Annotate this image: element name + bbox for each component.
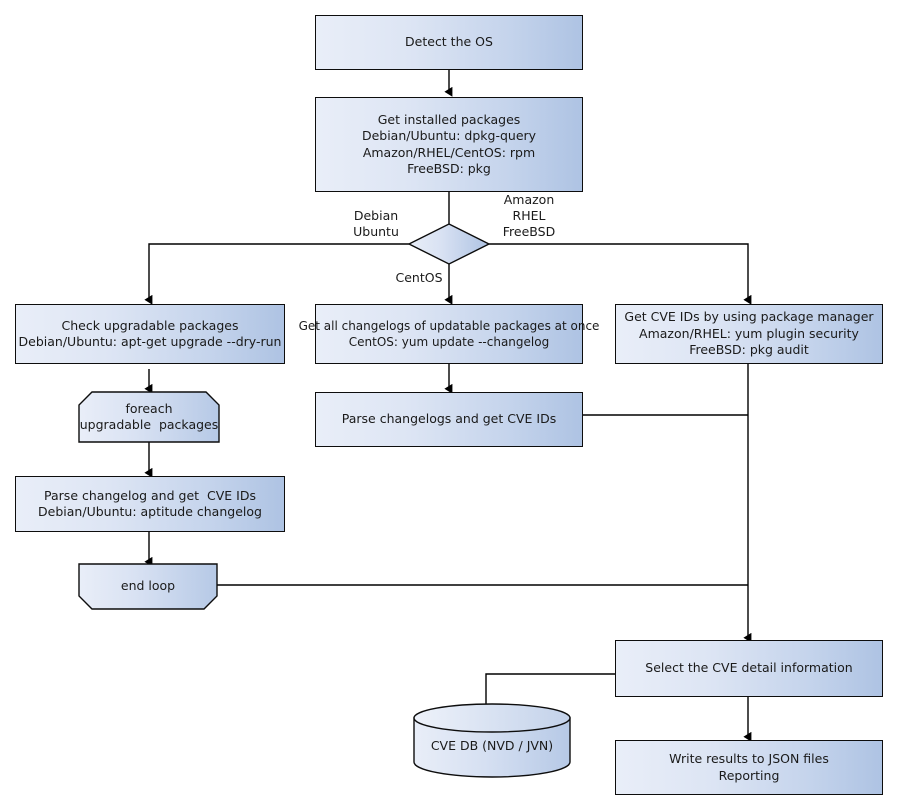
node-write-results[interactable]: Write results to JSON files Reporting: [615, 740, 883, 795]
node-parse-changelog-cve[interactable]: Parse changelog and get CVE IDs Debian/U…: [15, 476, 285, 532]
node-foreach-loop-start[interactable]: foreach upgradable packages: [78, 391, 220, 443]
edge-decision-debian: [144, 243, 409, 305]
node-foreach-loop-start-label: foreach upgradable packages: [79, 400, 219, 433]
node-end-loop[interactable]: end loop: [78, 563, 218, 610]
node-get-cve-ids-pkgmgr-label: Get CVE IDs by using package manager Ama…: [624, 309, 874, 358]
node-write-results-label: Write results to JSON files Reporting: [669, 751, 829, 783]
node-parse-changelogs-cve-label: Parse changelogs and get CVE IDs: [341, 411, 557, 427]
node-select-cve-detail[interactable]: Select the CVE detail information: [615, 640, 883, 697]
node-end-loop-label: end loop: [120, 578, 176, 594]
edge-label-centos: CentOS: [395, 270, 443, 285]
edge-label-amazon-rhel-freebsd: Amazon RHEL FreeBSD: [502, 192, 556, 239]
node-get-all-changelogs-label: Get all changelogs of updatable packages…: [298, 318, 600, 350]
node-get-cve-ids-pkgmgr[interactable]: Get CVE IDs by using package manager Ama…: [615, 304, 883, 364]
node-check-upgradable-label: Check upgradable packages Debian/Ubuntu:…: [18, 317, 282, 350]
node-select-cve-detail-label: Select the CVE detail information: [645, 660, 853, 676]
edge-decision-rhel: [489, 243, 752, 305]
node-parse-changelogs-cve[interactable]: Parse changelogs and get CVE IDs: [315, 392, 583, 447]
node-check-upgradable[interactable]: Check upgradable packages Debian/Ubuntu:…: [15, 304, 285, 364]
node-detect-os-label: Detect the OS: [405, 34, 493, 50]
node-cve-db-label: CVE DB (NVD / JVN): [430, 737, 554, 753]
node-get-all-changelogs[interactable]: Get all changelogs of updatable packages…: [299, 304, 599, 364]
edge-db-to-select: [485, 673, 615, 706]
node-parse-changelog-cve-label: Parse changelog and get CVE IDs Debian/U…: [38, 487, 262, 520]
node-cve-db[interactable]: CVE DB (NVD / JVN): [413, 703, 571, 778]
node-os-decision[interactable]: [407, 223, 491, 265]
node-get-installed-packages[interactable]: Get installed packages Debian/Ubuntu: dp…: [315, 97, 583, 192]
node-detect-os[interactable]: Detect the OS: [315, 15, 583, 70]
edge-label-debian-ubuntu: Debian Ubuntu: [353, 208, 399, 239]
node-get-installed-packages-label: Get installed packages Debian/Ubuntu: dp…: [361, 111, 537, 177]
